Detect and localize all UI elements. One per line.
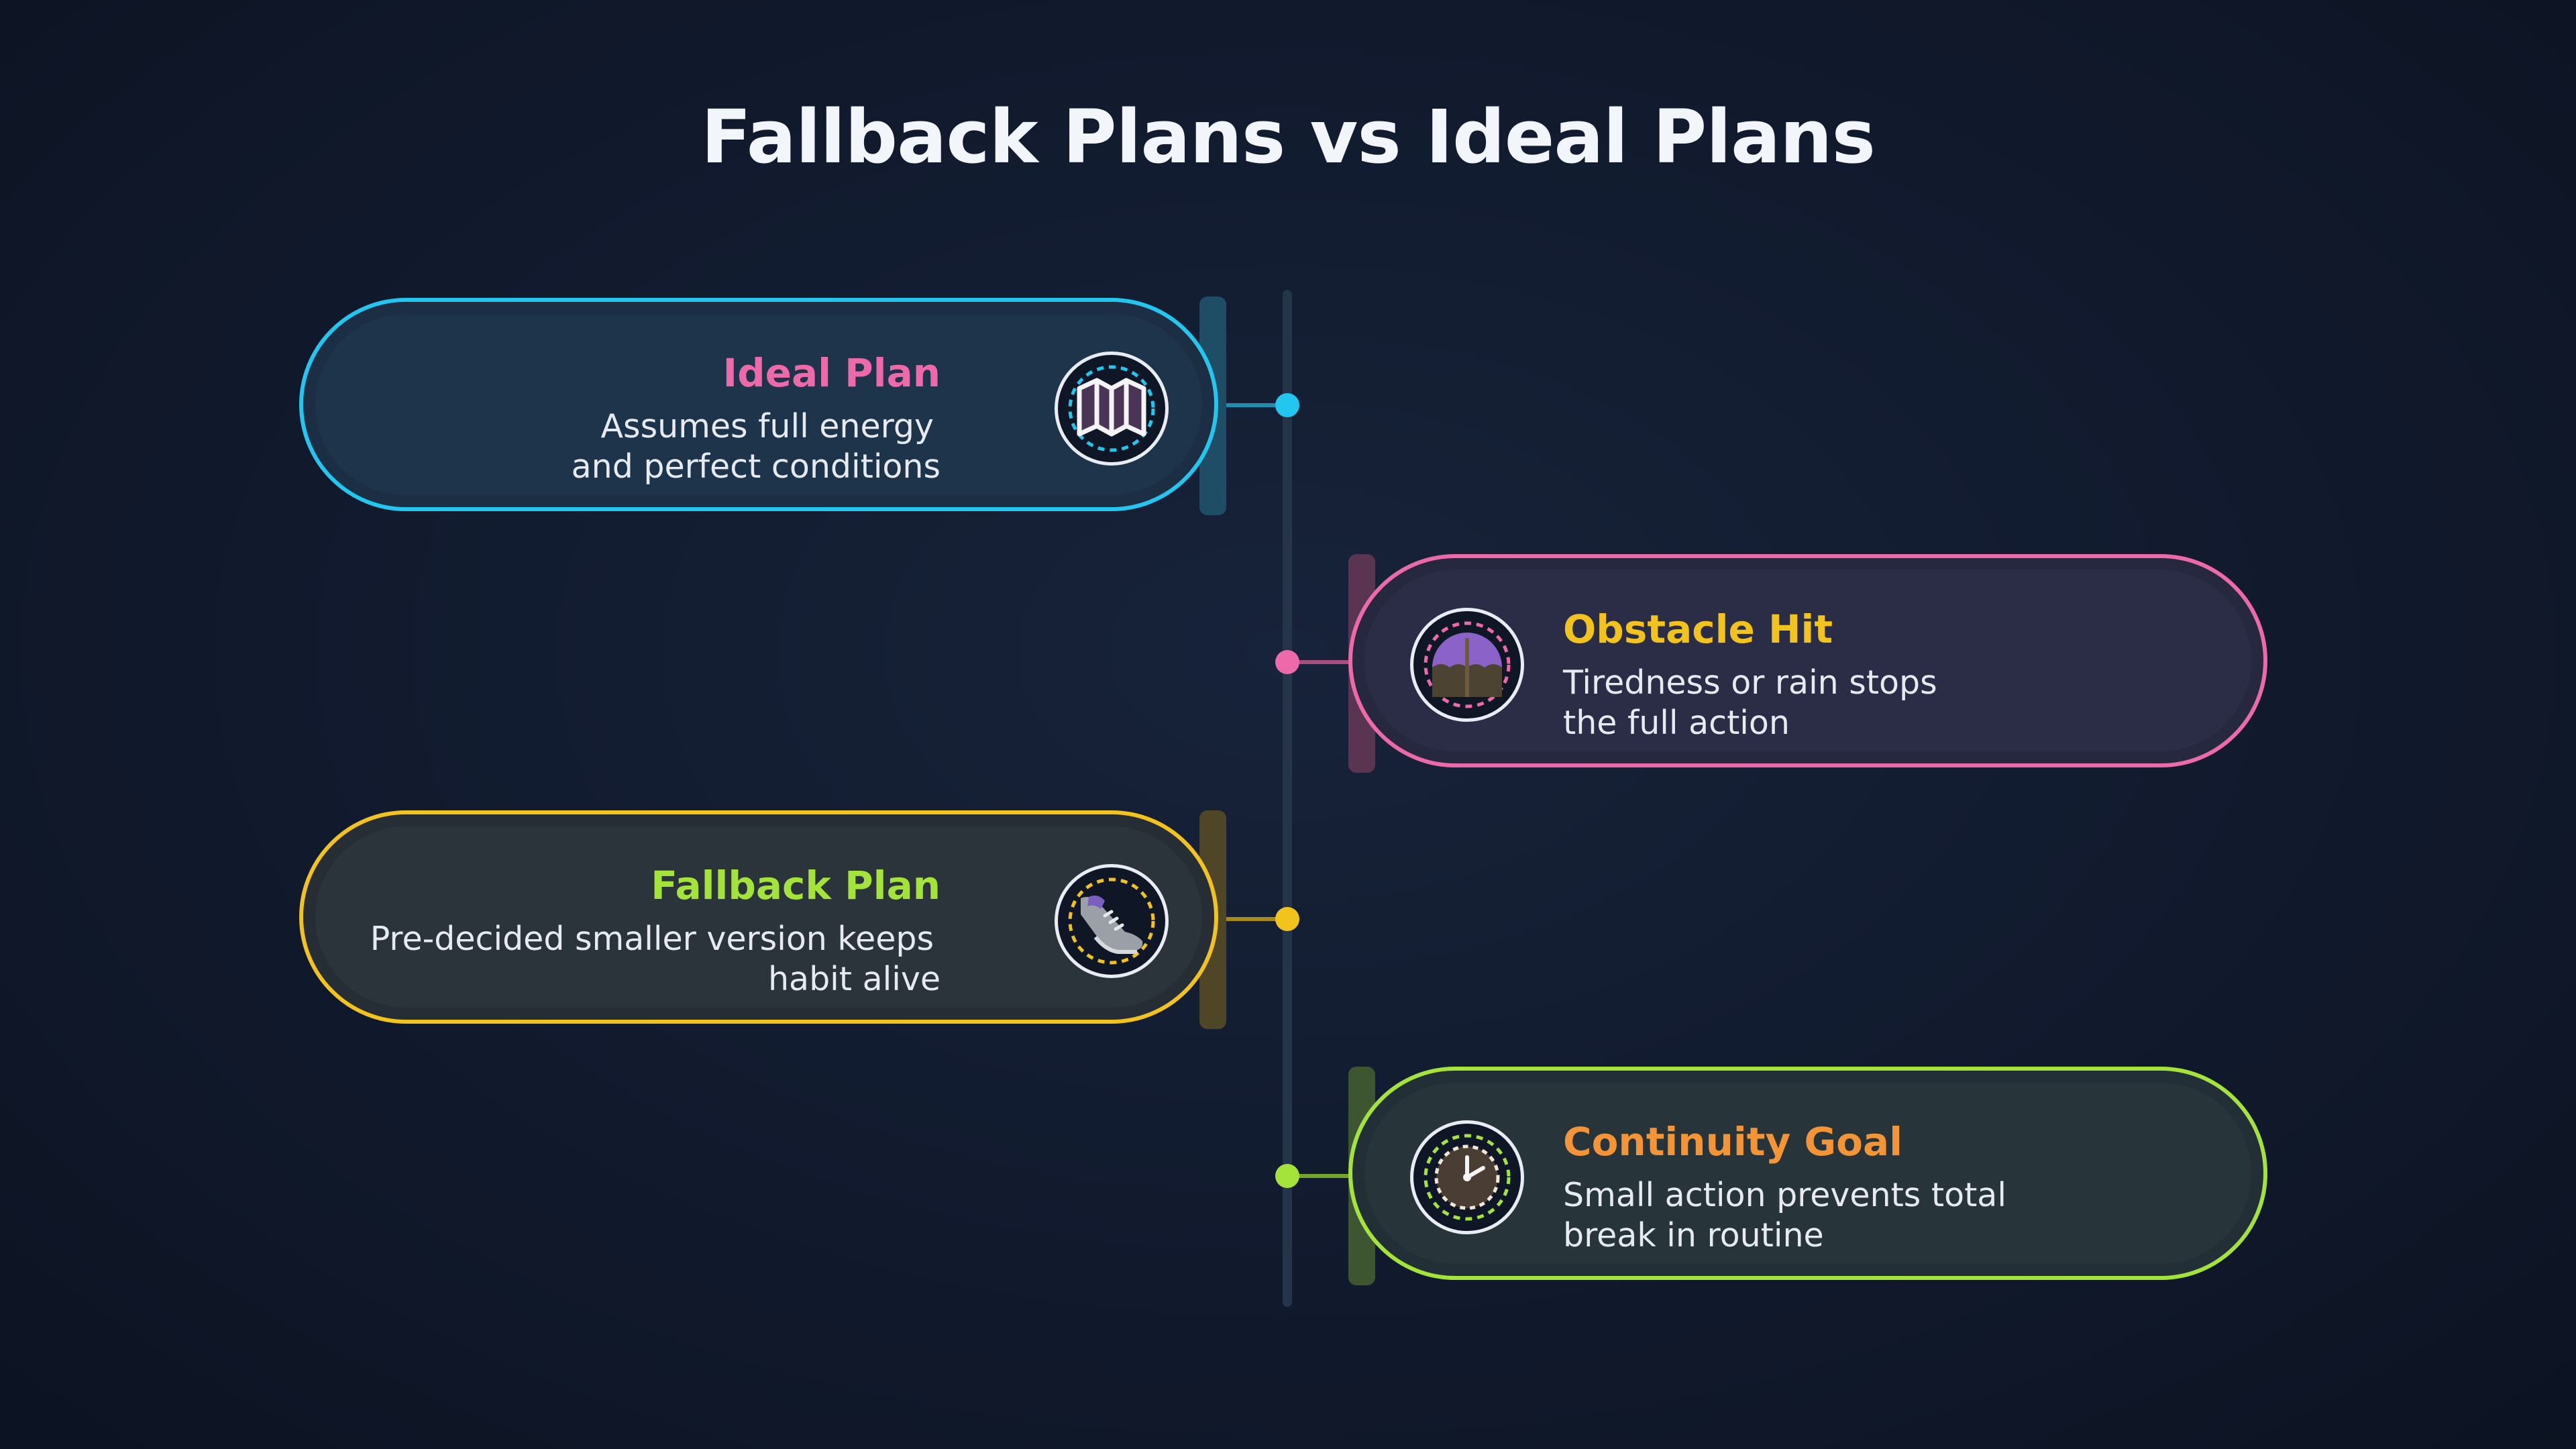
card-inner xyxy=(315,314,1202,495)
connector-obstacle-hit xyxy=(1288,660,1352,664)
page-title: Fallback Plans vs Ideal Plans xyxy=(701,94,1876,180)
card-inner xyxy=(315,826,1202,1008)
sneaker-icon xyxy=(1055,864,1169,978)
clock-icon xyxy=(1410,1120,1524,1234)
map-icon xyxy=(1055,352,1169,466)
connector-ideal-plan xyxy=(1225,403,1288,407)
card-title: Obstacle Hit xyxy=(1563,606,1833,652)
card-description-line: and perfect conditions xyxy=(571,447,941,486)
timeline-dot-obstacle-hit xyxy=(1275,650,1299,674)
card-description-line: Tiredness or rain stops xyxy=(1563,663,1937,702)
connector-fallback-plan xyxy=(1225,917,1288,921)
card-description-line: Assumes full energy xyxy=(600,407,934,445)
timeline-dot-ideal-plan xyxy=(1275,393,1299,417)
card-title: Ideal Plan xyxy=(722,350,941,396)
card-fallback-plan: Fallback Plan Pre-decided smaller versio… xyxy=(299,810,1218,1024)
card-continuity-goal: Continuity Goal Small action prevents to… xyxy=(1348,1067,2267,1280)
timeline-spine xyxy=(1283,290,1292,1307)
card-title: Continuity Goal xyxy=(1563,1119,1902,1165)
card-description-line: Small action prevents total xyxy=(1563,1176,2006,1214)
timeline-dot-fallback-plan xyxy=(1275,907,1299,931)
umbrella-icon xyxy=(1410,608,1524,722)
card-description-line: break in routine xyxy=(1563,1216,1824,1254)
connector-continuity-goal xyxy=(1288,1174,1352,1178)
card-title: Fallback Plan xyxy=(651,863,941,908)
card-description-line: the full action xyxy=(1563,704,1790,742)
card-ideal-plan: Ideal Plan Assumes full energy and perfe… xyxy=(299,298,1218,511)
card-obstacle-hit: Obstacle Hit Tiredness or rain stops the… xyxy=(1348,554,2267,767)
card-description-line: Pre-decided smaller version keeps xyxy=(370,920,934,958)
card-description-line: habit alive xyxy=(768,960,941,998)
timeline-dot-continuity-goal xyxy=(1275,1164,1299,1188)
